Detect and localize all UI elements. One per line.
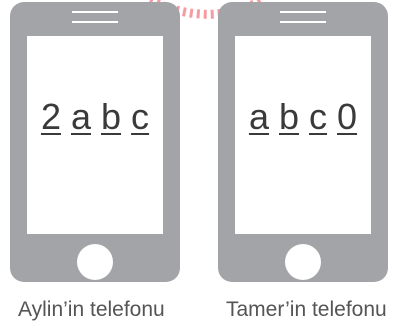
speaker-grille: [280, 11, 326, 23]
code-display: 2 a b c: [41, 99, 149, 135]
code-char: a: [248, 96, 269, 137]
code-display: a b c 0: [249, 99, 357, 135]
code-char: a: [70, 96, 92, 137]
home-button: [77, 244, 113, 280]
phone-screen: 2 a b c: [27, 36, 163, 234]
aylin-phone-caption: Aylin’in telefonu: [18, 298, 165, 321]
phone-screen: a b c 0: [235, 36, 371, 234]
code-char: c: [309, 96, 328, 137]
code-char: c: [131, 96, 150, 137]
code-char: b: [101, 96, 122, 137]
tamer-phone: a b c 0: [218, 2, 388, 282]
code-char: b: [278, 96, 300, 137]
home-button: [285, 244, 321, 280]
tamer-phone-caption: Tamer’in telefonu: [226, 298, 387, 321]
code-char: 0: [337, 96, 358, 137]
code-char: 2: [40, 96, 61, 137]
aylin-phone: 2 a b c: [10, 2, 180, 282]
speaker-grille: [72, 11, 118, 23]
